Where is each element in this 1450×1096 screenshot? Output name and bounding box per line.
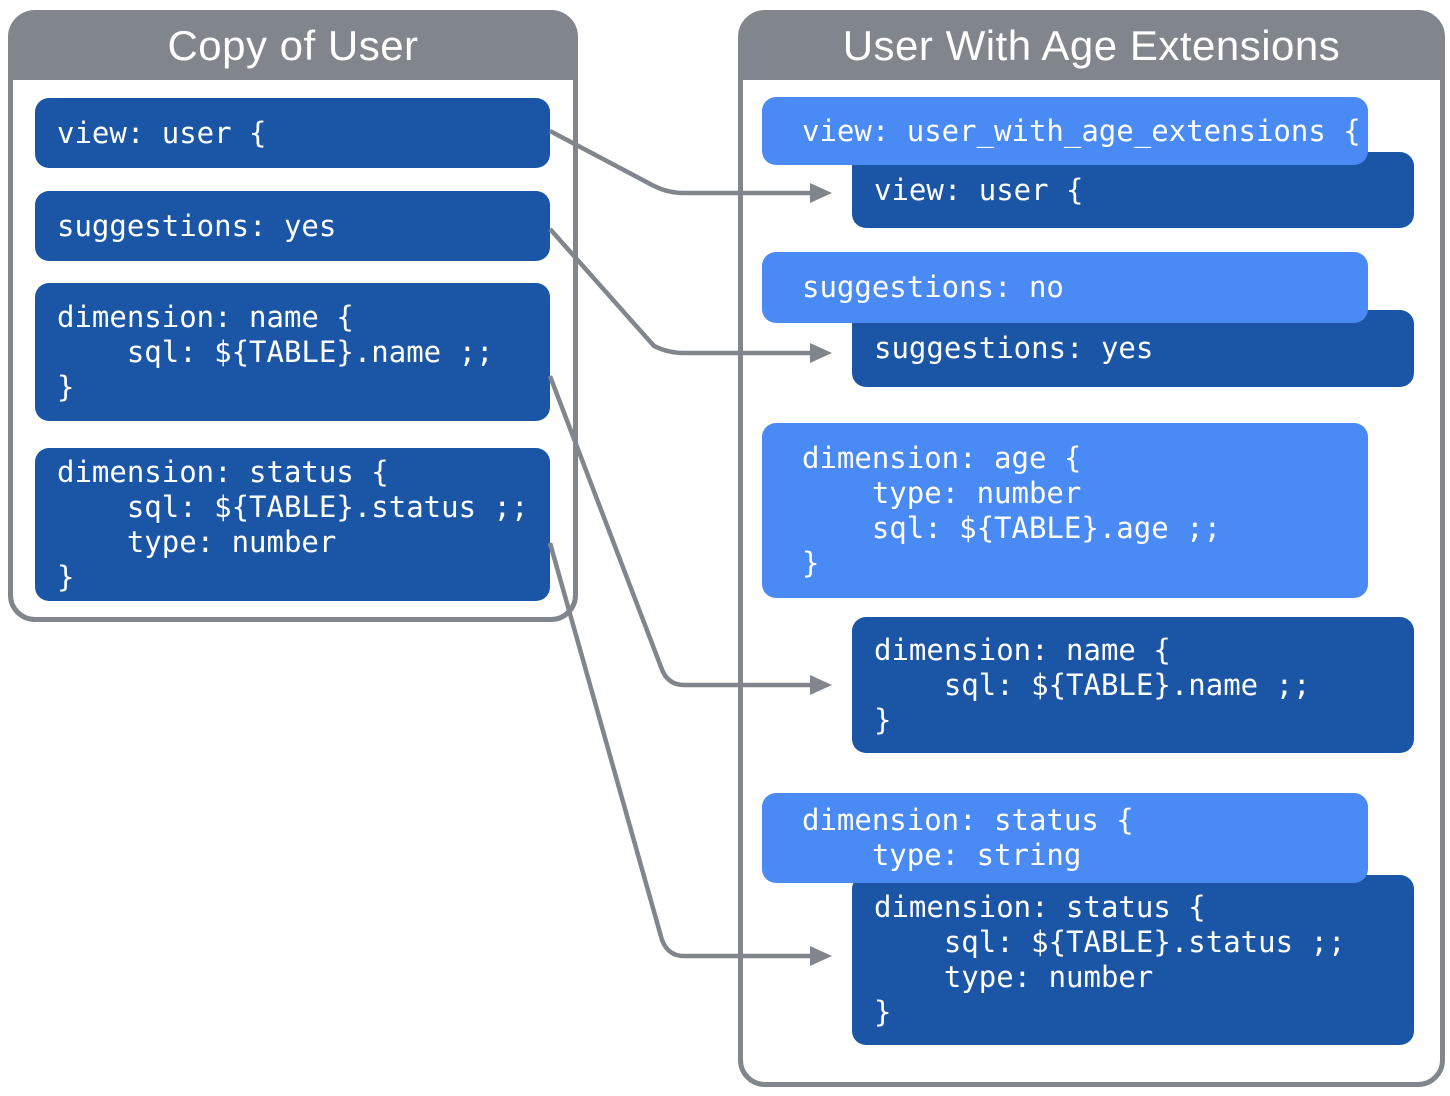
- code-line: dimension: name {: [874, 632, 1171, 667]
- code-line: dimension: status {: [874, 890, 1206, 924]
- code-block-dimension-status-override: dimension: status { type: string: [762, 793, 1368, 883]
- code-block-suggestions-yes: suggestions: yes: [35, 191, 550, 261]
- panel-title: Copy of User: [167, 21, 419, 69]
- code-line: type: number: [57, 524, 337, 559]
- code-line: sql: ${TABLE}.name ;;: [874, 667, 1311, 702]
- code-line: type: number: [874, 960, 1154, 994]
- code-line: }: [874, 702, 892, 737]
- code-line: sql: ${TABLE}.status ;;: [874, 925, 1346, 959]
- code-line: view: user_with_age_extensions {: [802, 113, 1361, 148]
- code-line: suggestions: no: [802, 270, 1064, 304]
- code-line: type: string: [802, 838, 1082, 872]
- code-line: dimension: status {: [802, 803, 1134, 837]
- panel-title: User With Age Extensions: [842, 21, 1341, 69]
- panel-copy-of-user-header: Copy of User: [13, 15, 573, 80]
- code-line: sql: ${TABLE}.name ;;: [57, 334, 494, 369]
- code-block-dimension-status: dimension: status { sql: ${TABLE}.status…: [35, 448, 550, 601]
- panel-user-with-age-extensions-header: User With Age Extensions: [743, 15, 1440, 80]
- code-block-view-extension: view: user_with_age_extensions {: [762, 97, 1368, 165]
- code-line: }: [874, 995, 892, 1029]
- code-line: dimension: age {: [802, 440, 1082, 475]
- code-line: }: [57, 369, 75, 404]
- code-block-dimension-name: dimension: name { sql: ${TABLE}.name ;; …: [35, 283, 550, 421]
- code-line: dimension: name {: [57, 299, 354, 334]
- code-line: dimension: status {: [57, 454, 389, 489]
- code-block-view-user: view: user {: [35, 98, 550, 168]
- code-line: sql: ${TABLE}.age ;;: [802, 510, 1222, 545]
- code-block-dimension-status-inherited: dimension: status { sql: ${TABLE}.status…: [852, 875, 1414, 1045]
- code-line: view: user {: [874, 172, 1084, 207]
- code-line: view: user {: [57, 115, 267, 150]
- code-line: suggestions: yes: [57, 208, 337, 243]
- code-block-dimension-age: dimension: age { type: number sql: ${TAB…: [762, 423, 1368, 598]
- code-line: }: [57, 559, 75, 594]
- code-line: suggestions: yes: [874, 331, 1154, 365]
- code-block-dimension-name-inherited: dimension: name { sql: ${TABLE}.name ;; …: [852, 617, 1414, 753]
- code-line: type: number: [802, 475, 1082, 510]
- code-block-suggestions-override: suggestions: no: [762, 252, 1368, 323]
- code-line: }: [802, 545, 820, 580]
- code-line: sql: ${TABLE}.status ;;: [57, 489, 529, 524]
